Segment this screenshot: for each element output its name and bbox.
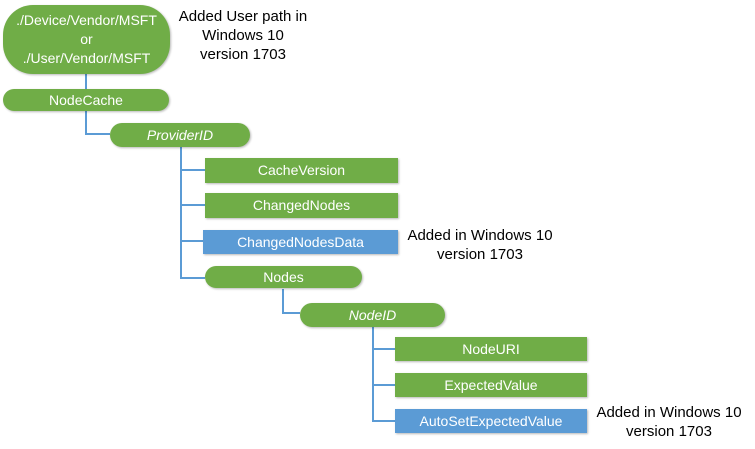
node-cacheversion: CacheVersion: [205, 158, 398, 183]
annotation-changednodesdata-line2: version 1703: [437, 246, 523, 263]
connector-root-to-nodecache: [85, 72, 87, 90]
node-root-path: ./Device/Vendor/MSFT or ./User/Vendor/MS…: [3, 5, 170, 74]
root-path-line1: ./Device/Vendor/MSFT: [16, 12, 157, 28]
annotation-autosetexpectedvalue-line1: Added in Windows 10: [596, 404, 742, 421]
node-nodeuri: NodeURI: [395, 337, 587, 361]
connector-stub-cacheversion: [182, 169, 205, 171]
annotation-user-path: Added User path in Windows 10 version 17…: [163, 7, 323, 64]
node-nodes: Nodes: [205, 266, 362, 288]
connector-nodeid-trunk: [372, 327, 374, 422]
annotation-user-path-line2: Windows 10: [202, 27, 284, 44]
annotation-user-path-line1: Added User path in: [178, 8, 308, 25]
node-expectedvalue: ExpectedValue: [395, 373, 587, 397]
connector-stub-nodeuri: [374, 348, 395, 350]
node-providerid: ProviderID: [110, 123, 250, 147]
root-path-line2: or: [80, 31, 93, 47]
connector-stub-nodes: [182, 277, 205, 279]
node-changednodesdata: ChangedNodesData: [203, 230, 398, 254]
annotation-autosetexpectedvalue-line2: version 1703: [626, 423, 712, 440]
connector-nodecache-to-providerid: [85, 111, 110, 135]
annotation-changednodesdata: Added in Windows 10 version 1703: [400, 226, 560, 264]
connector-providerid-trunk: [180, 146, 182, 279]
annotation-changednodesdata-line1: Added in Windows 10: [407, 227, 553, 244]
annotation-user-path-line3: version 1703: [200, 46, 286, 63]
root-path-line3: ./User/Vendor/MSFT: [22, 50, 151, 66]
connector-stub-autosetexpectedvalue: [374, 420, 395, 422]
connector-nodes-to-nodeid: [282, 289, 300, 314]
node-changednodes: ChangedNodes: [205, 193, 398, 218]
connector-stub-expectedvalue: [374, 384, 395, 386]
node-nodecache: NodeCache: [3, 89, 169, 111]
node-nodeid: NodeID: [300, 303, 445, 327]
annotation-autosetexpectedvalue: Added in Windows 10 version 1703: [589, 403, 749, 441]
node-autosetexpectedvalue: AutoSetExpectedValue: [395, 409, 587, 433]
connector-stub-changednodesdata: [182, 240, 205, 242]
connector-stub-changednodes: [182, 204, 205, 206]
